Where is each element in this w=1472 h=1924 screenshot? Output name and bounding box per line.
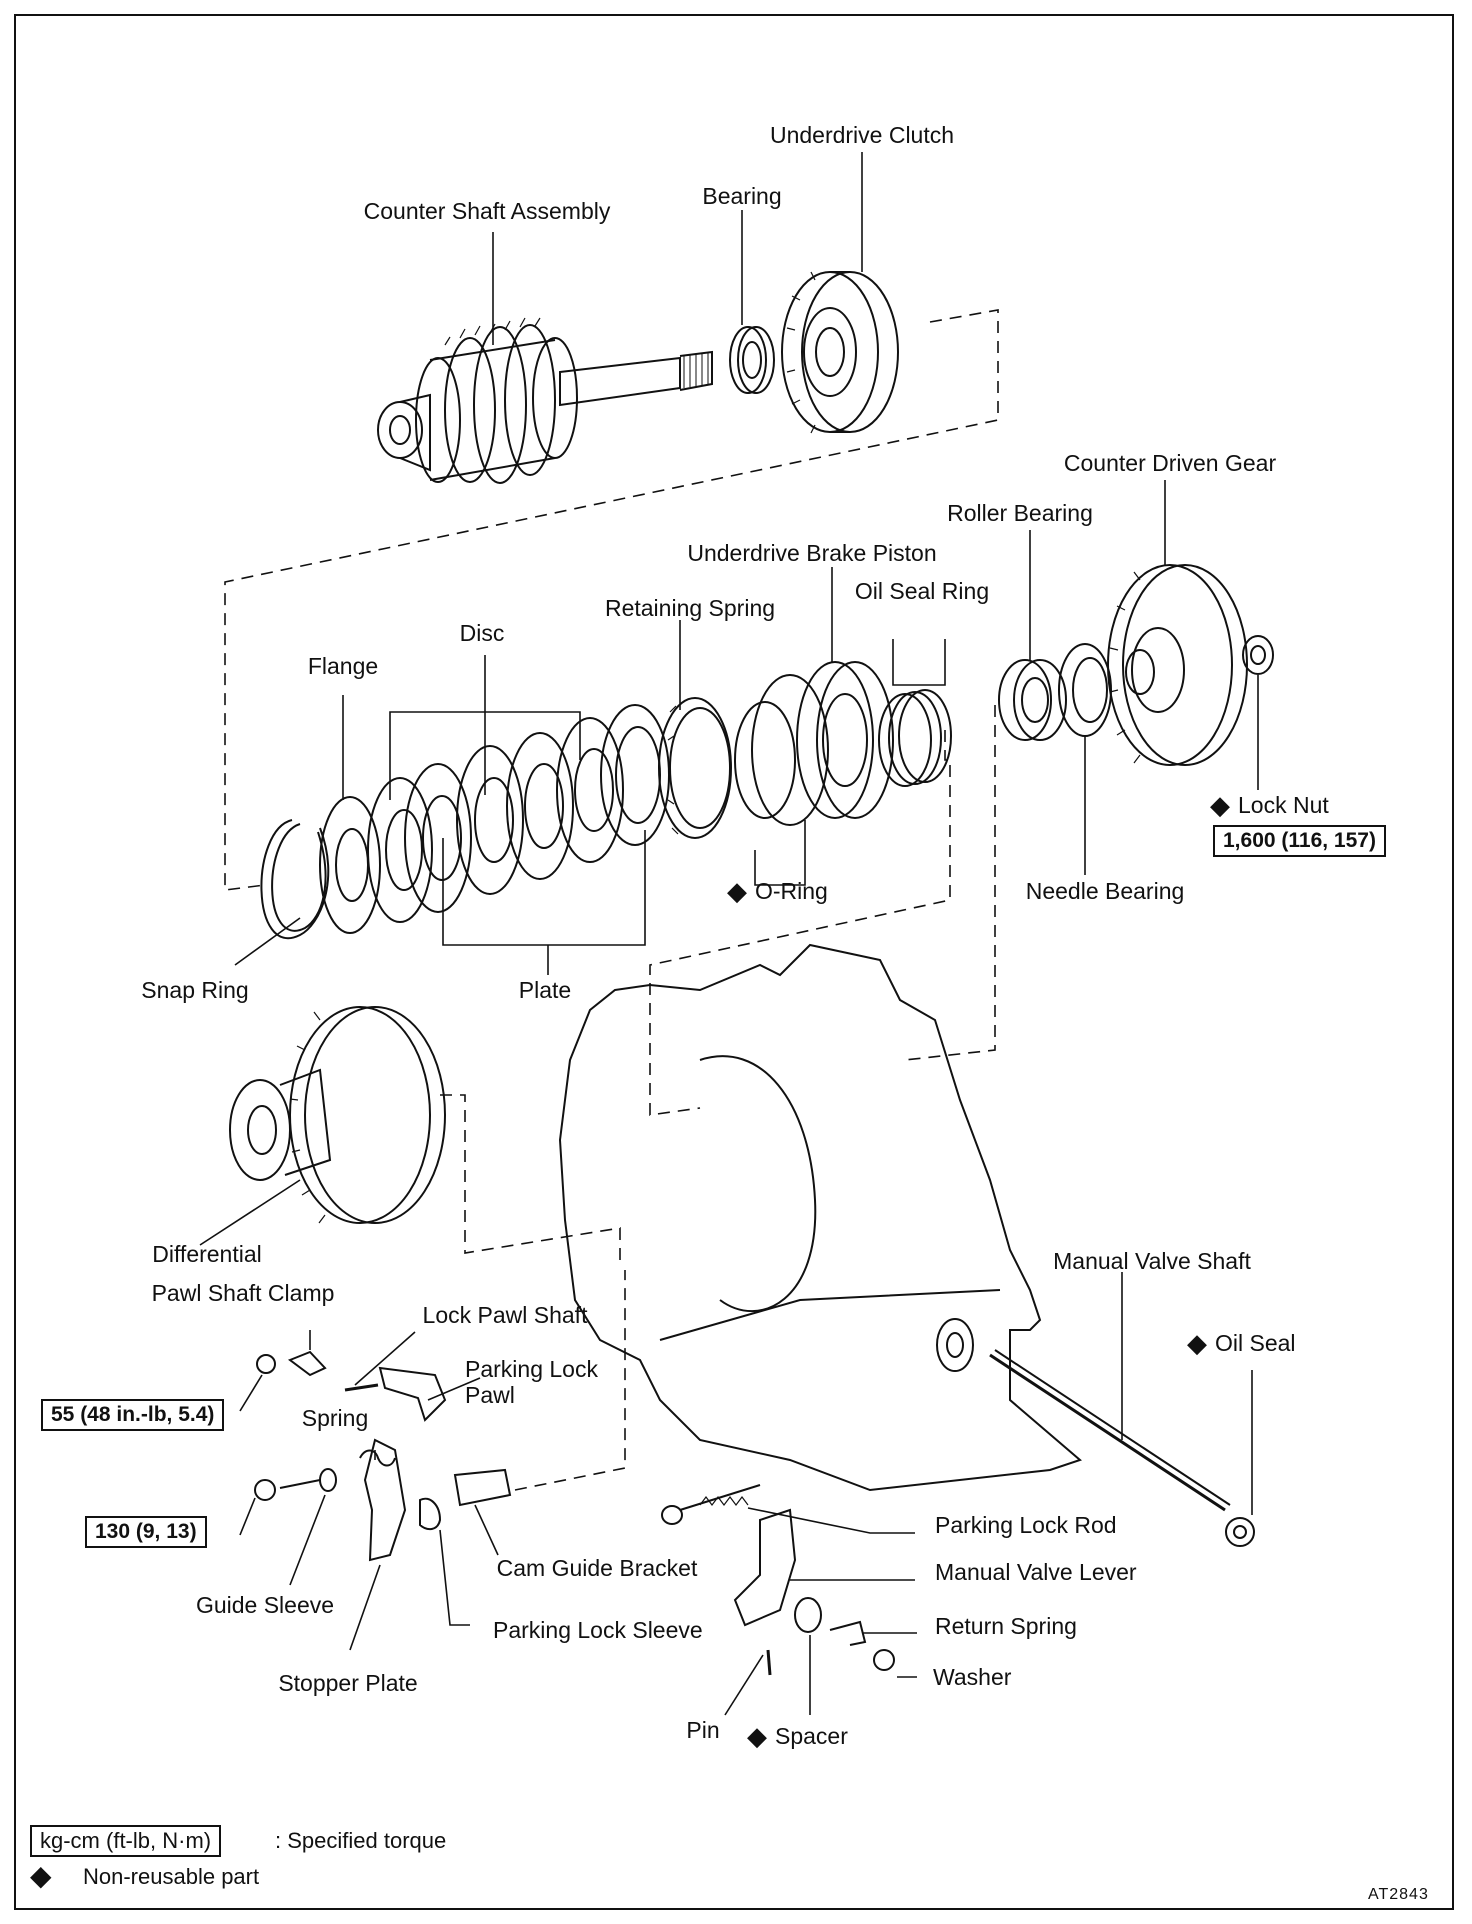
lock-nut-drawing xyxy=(1243,636,1273,674)
label-washer: Washer xyxy=(933,1664,1012,1690)
label-guide-sleeve: Guide Sleeve xyxy=(195,1592,335,1618)
label-cam-guide-bracket: Cam Guide Bracket xyxy=(496,1555,698,1581)
label-manual-valve-lever: Manual Valve Lever xyxy=(935,1559,1137,1585)
label-underdrive-clutch: Underdrive Clutch xyxy=(769,122,955,148)
dashed-line-differential-to-case xyxy=(440,1095,620,1265)
label-needle-bearing: Needle Bearing xyxy=(1025,878,1185,904)
label-parking-lock-rod: Parking Lock Rod xyxy=(935,1512,1117,1538)
manual-valve-parts-drawing xyxy=(662,1350,1254,1675)
non-reusable-diamond-icon: ◆ xyxy=(30,1860,52,1891)
roller-bearing-drawing xyxy=(999,660,1066,740)
parking-lock-parts-drawing xyxy=(255,1352,510,1560)
torque-lock-nut: 1,600 (116, 157) xyxy=(1213,825,1386,857)
legend-non-reusable-text: Non-reusable part xyxy=(83,1864,260,1889)
label-spacer: Spacer xyxy=(747,1722,848,1749)
torque-pawl-shaft-clamp-bolt: 55 (48 in.-lb, 5.4) xyxy=(41,1399,225,1431)
label-counter-shaft-assembly: Counter Shaft Assembly xyxy=(363,198,611,224)
needle-bearing-drawing xyxy=(1059,644,1111,736)
label-stopper-plate: Stopper Plate xyxy=(278,1670,418,1696)
label-pawl-shaft-clamp: Pawl Shaft Clamp xyxy=(151,1280,335,1306)
differential-drawing xyxy=(230,1007,445,1223)
label-spring: Spring xyxy=(301,1405,369,1431)
label-o-ring: O-Ring xyxy=(727,877,828,904)
clutch-pack-drawing xyxy=(320,705,669,933)
bearing-drawing xyxy=(730,327,774,393)
label-flange: Flange xyxy=(307,653,379,679)
label-lock-pawl-shaft: Lock Pawl Shaft xyxy=(422,1302,588,1328)
label-oil-seal-ring: Oil Seal Ring xyxy=(854,578,990,604)
dashed-line-shaft-to-clutch-pack xyxy=(225,310,998,890)
oil-seal-ring-drawing xyxy=(879,690,951,786)
legend-torque-text: : Specified torque xyxy=(275,1828,447,1853)
counter-driven-gear-drawing xyxy=(1108,565,1247,765)
label-retaining-spring: Retaining Spring xyxy=(604,595,776,621)
label-underdrive-brake-piston: Underdrive Brake Piston xyxy=(687,540,937,566)
label-roller-bearing: Roller Bearing xyxy=(947,500,1093,526)
label-differential: Differential xyxy=(152,1241,262,1267)
label-return-spring: Return Spring xyxy=(935,1613,1077,1639)
label-counter-driven-gear: Counter Driven Gear xyxy=(1063,450,1277,476)
dashed-line-clutch-to-case xyxy=(650,730,950,1115)
diagram-frame xyxy=(14,14,1454,1910)
label-pin: Pin xyxy=(686,1717,720,1743)
snap-ring-drawing xyxy=(261,820,328,938)
underdrive-clutch-drawing xyxy=(782,272,898,433)
leader-lines xyxy=(200,152,1258,1715)
label-disc: Disc xyxy=(459,620,505,646)
underdrive-brake-piston-drawing xyxy=(797,662,893,818)
label-parking-lock-pawl: Parking Lock Pawl xyxy=(465,1356,598,1408)
figure-code: AT2843 xyxy=(1368,1886,1429,1903)
label-manual-valve-shaft: Manual Valve Shaft xyxy=(1053,1248,1251,1274)
label-bearing: Bearing xyxy=(702,183,782,209)
legend-torque-unit-box: kg-cm (ft-lb, N·m) xyxy=(30,1825,222,1857)
dashed-alignment-lines xyxy=(225,310,998,1490)
label-lock-nut: Lock Nut xyxy=(1210,791,1329,818)
label-parking-lock-sleeve: Parking Lock Sleeve xyxy=(493,1617,703,1643)
torque-stopper-plate-bolt: 130 (9, 13) xyxy=(85,1516,207,1548)
label-oil-seal: Oil Seal xyxy=(1187,1329,1296,1356)
label-snap-ring: Snap Ring xyxy=(141,977,249,1003)
transaxle-case-drawing xyxy=(560,945,1080,1490)
counter-shaft-assembly-drawing xyxy=(378,318,712,483)
dashed-line-parking-to-case xyxy=(515,1270,625,1490)
o-ring-drawing xyxy=(735,675,828,825)
retaining-spring-drawing xyxy=(659,698,731,838)
dashed-line-bearing-to-case xyxy=(905,705,995,1060)
label-plate: Plate xyxy=(518,977,572,1003)
